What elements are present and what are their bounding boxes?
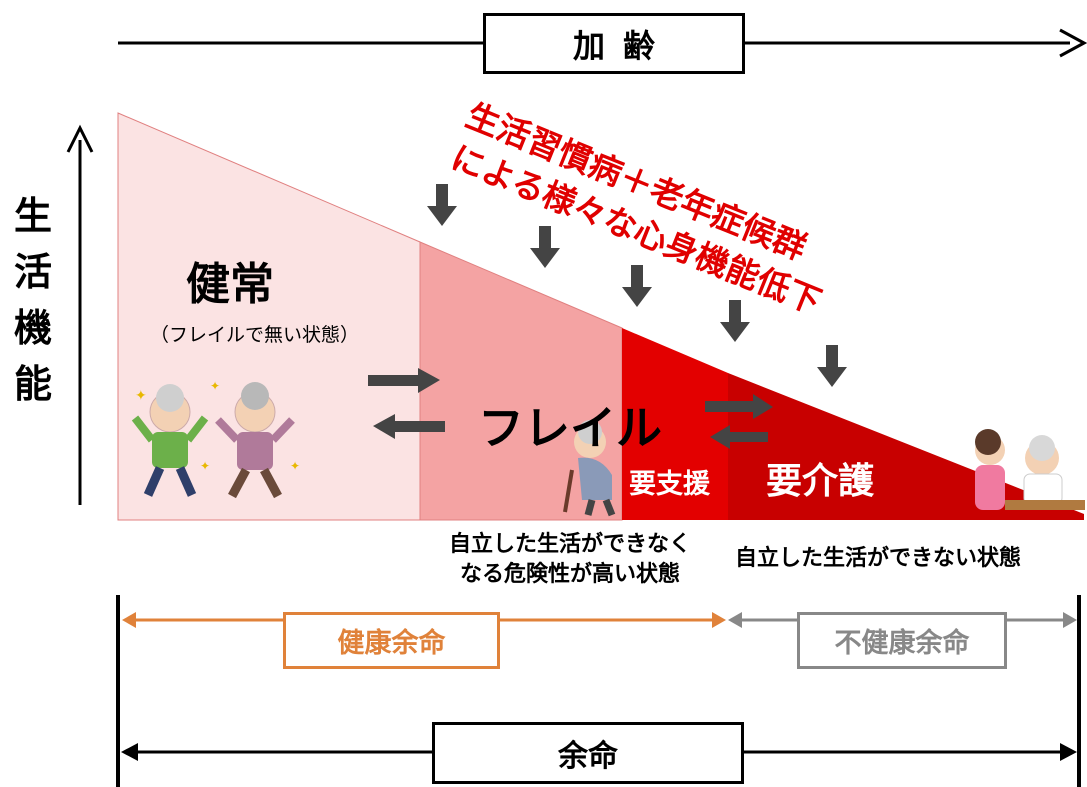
decline-arrow-icon [427, 184, 457, 226]
state-support-label: 要支援 [629, 469, 710, 500]
reversible-arrows-frail-care [705, 394, 773, 449]
decline-arrows [427, 184, 847, 387]
lifespan-arrowhead-left [121, 743, 138, 761]
decline-arrow-icon [530, 226, 560, 268]
svg-text:✦: ✦ [290, 459, 300, 473]
left-arrow-icon [710, 425, 768, 449]
axis-char: 機 [13, 306, 52, 350]
healthy-life-expectancy-label: 健康余命 [283, 612, 500, 669]
left-arrow-icon [373, 414, 445, 439]
decline-arrow-icon [720, 300, 750, 342]
state-healthy-label: 健常 [186, 259, 274, 310]
frail-description-line1: 自立した生活ができなく [448, 532, 691, 557]
unhealthy-life-arrowhead-right [1063, 612, 1077, 628]
state-frail-label: フレイル [478, 401, 662, 455]
decline-arrow-icon [622, 265, 652, 307]
reversible-arrows-healthy-frail [368, 368, 445, 439]
axis-char: 生 [13, 194, 52, 238]
unhealthy-life-expectancy-label: 不健康余命 [797, 612, 1007, 669]
aging-label: 加齢 [483, 13, 745, 74]
svg-text:✦: ✦ [200, 459, 210, 473]
right-arrow-icon [368, 368, 440, 393]
axis-char: 能 [13, 362, 52, 406]
function-axis-arrowhead [66, 124, 94, 153]
life-function-axis-label: 生 活 機 能 [8, 188, 58, 412]
healthy-life-arrowhead-right [712, 612, 726, 628]
support-zone [622, 328, 728, 520]
state-healthy-note: （フレイルで無い状態） [150, 324, 360, 346]
aging-arrowhead [1059, 28, 1087, 58]
right-arrow-icon [705, 394, 773, 419]
elderly-with-cane-illustration [563, 420, 616, 517]
state-care-label: 要介護 [766, 461, 875, 502]
happy-elderly-couple-illustration: ✦ ✦ ✦ ✦ [131, 379, 300, 499]
axis-char: 活 [13, 250, 52, 294]
care-description: 自立した生活ができない状態 [735, 546, 1022, 571]
caregiver-illustration [975, 429, 1085, 510]
svg-text:✦: ✦ [135, 388, 147, 404]
healthy-life-arrowhead-left [122, 612, 136, 628]
life-expectancy-label: 余命 [432, 722, 744, 784]
unhealthy-life-arrowhead-left [728, 612, 742, 628]
svg-text:✦: ✦ [210, 379, 220, 393]
lifespan-arrowhead-right [1060, 743, 1077, 761]
frail-description: 自立した生活ができなく なる危険性が高い状態 [420, 530, 720, 590]
frail-description-line2: なる危険性が高い状態 [459, 562, 680, 587]
decline-arrow-icon [817, 345, 847, 387]
